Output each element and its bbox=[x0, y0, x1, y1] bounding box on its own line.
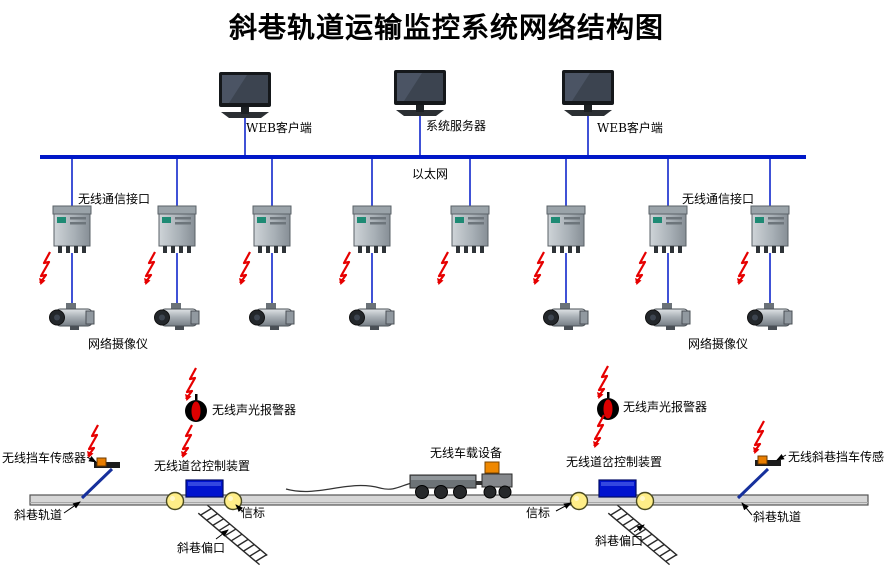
diagram-title: 斜巷轨道运输监控系统网络结构图 bbox=[228, 11, 664, 44]
lightning-icon bbox=[633, 250, 648, 287]
beacon-marker bbox=[223, 491, 243, 511]
lightning-icon bbox=[183, 366, 198, 403]
network-camera-device bbox=[645, 302, 691, 331]
switch-controller bbox=[185, 479, 224, 498]
wireless-interface-box bbox=[450, 205, 490, 254]
label-alarm-left: 无线声光报警器 bbox=[212, 403, 297, 417]
lightning-icon bbox=[735, 250, 750, 287]
wireless-interface-box bbox=[546, 205, 586, 254]
label-network-camera-left: 网络摄像仪 bbox=[88, 337, 149, 351]
label-ramp-opening-left: 斜巷偏口 bbox=[177, 541, 226, 555]
label-ethernet: 以太网 bbox=[412, 167, 449, 181]
network-camera-device bbox=[249, 302, 295, 331]
label-beacon-left: 信标 bbox=[241, 506, 266, 520]
label-incline-track-right: 斜巷轨道 bbox=[753, 510, 802, 524]
network-links bbox=[71, 116, 771, 303]
wireless-interface-box bbox=[52, 205, 92, 254]
network-camera-device bbox=[49, 302, 95, 331]
trailing-cable bbox=[285, 482, 413, 493]
wireless-interface-box bbox=[252, 205, 292, 254]
wireless-interface-box bbox=[648, 205, 688, 254]
lightning-icon bbox=[237, 250, 252, 287]
incline-track-left bbox=[80, 467, 114, 500]
wireless-interface-box bbox=[157, 205, 197, 254]
web-client-computer bbox=[562, 70, 614, 116]
label-stop-sensor-left: 无线挡车传感器 bbox=[2, 451, 87, 465]
lightning-icon bbox=[531, 250, 546, 287]
beacon-marker bbox=[569, 491, 589, 511]
network-camera-device bbox=[154, 302, 200, 331]
label-wireless-interface-left: 无线通信接口 bbox=[78, 192, 151, 206]
lightning-icon bbox=[142, 250, 157, 287]
web-client-computer bbox=[219, 72, 271, 118]
wireless-interface-box bbox=[352, 205, 392, 254]
network-camera-device bbox=[747, 302, 793, 331]
label-alarm-right: 无线声光报警器 bbox=[623, 400, 708, 414]
stop-sensor-device bbox=[754, 455, 782, 467]
label-wireless-interface-right: 无线通信接口 bbox=[682, 192, 755, 206]
beacon-marker bbox=[635, 491, 655, 511]
label-web-client-right: WEB客户端 bbox=[597, 121, 663, 135]
lightning-icon bbox=[591, 413, 606, 450]
lightning-icon bbox=[37, 250, 52, 287]
switch-controller bbox=[598, 479, 637, 498]
network-camera-device bbox=[543, 302, 589, 331]
label-web-client-left: WEB客户端 bbox=[246, 121, 312, 135]
label-incline-track-left: 斜巷轨道 bbox=[14, 508, 63, 522]
lightning-icon bbox=[179, 423, 194, 460]
incline-track-right bbox=[736, 467, 770, 500]
label-switch-controller-right: 无线道岔控制装置 bbox=[566, 455, 663, 469]
lightning-icon bbox=[85, 423, 100, 460]
lightning-icon bbox=[337, 250, 352, 287]
label-ramp-opening-right: 斜巷偏口 bbox=[595, 534, 644, 548]
stop-sensor-device bbox=[93, 457, 121, 469]
label-onboard-device: 无线车载设备 bbox=[430, 446, 503, 460]
system-server-computer bbox=[394, 70, 446, 116]
network-camera-device bbox=[349, 302, 395, 331]
label-beacon-right: 信标 bbox=[526, 506, 551, 520]
wireless-interface-box bbox=[750, 205, 790, 254]
beacon-marker bbox=[165, 491, 185, 511]
lightning-icon bbox=[751, 419, 766, 456]
lightning-icon bbox=[595, 364, 610, 401]
pointer-arrows bbox=[63, 453, 787, 540]
label-switch-controller-left: 无线道岔控制装置 bbox=[154, 459, 251, 473]
label-stop-sensor-right: 无线斜巷挡车传感 bbox=[788, 450, 885, 464]
mine-cart-onboard-device bbox=[409, 461, 513, 499]
label-system-server: 系统服务器 bbox=[426, 119, 487, 133]
label-network-camera-right: 网络摄像仪 bbox=[688, 337, 749, 351]
lightning-icon bbox=[435, 250, 450, 287]
